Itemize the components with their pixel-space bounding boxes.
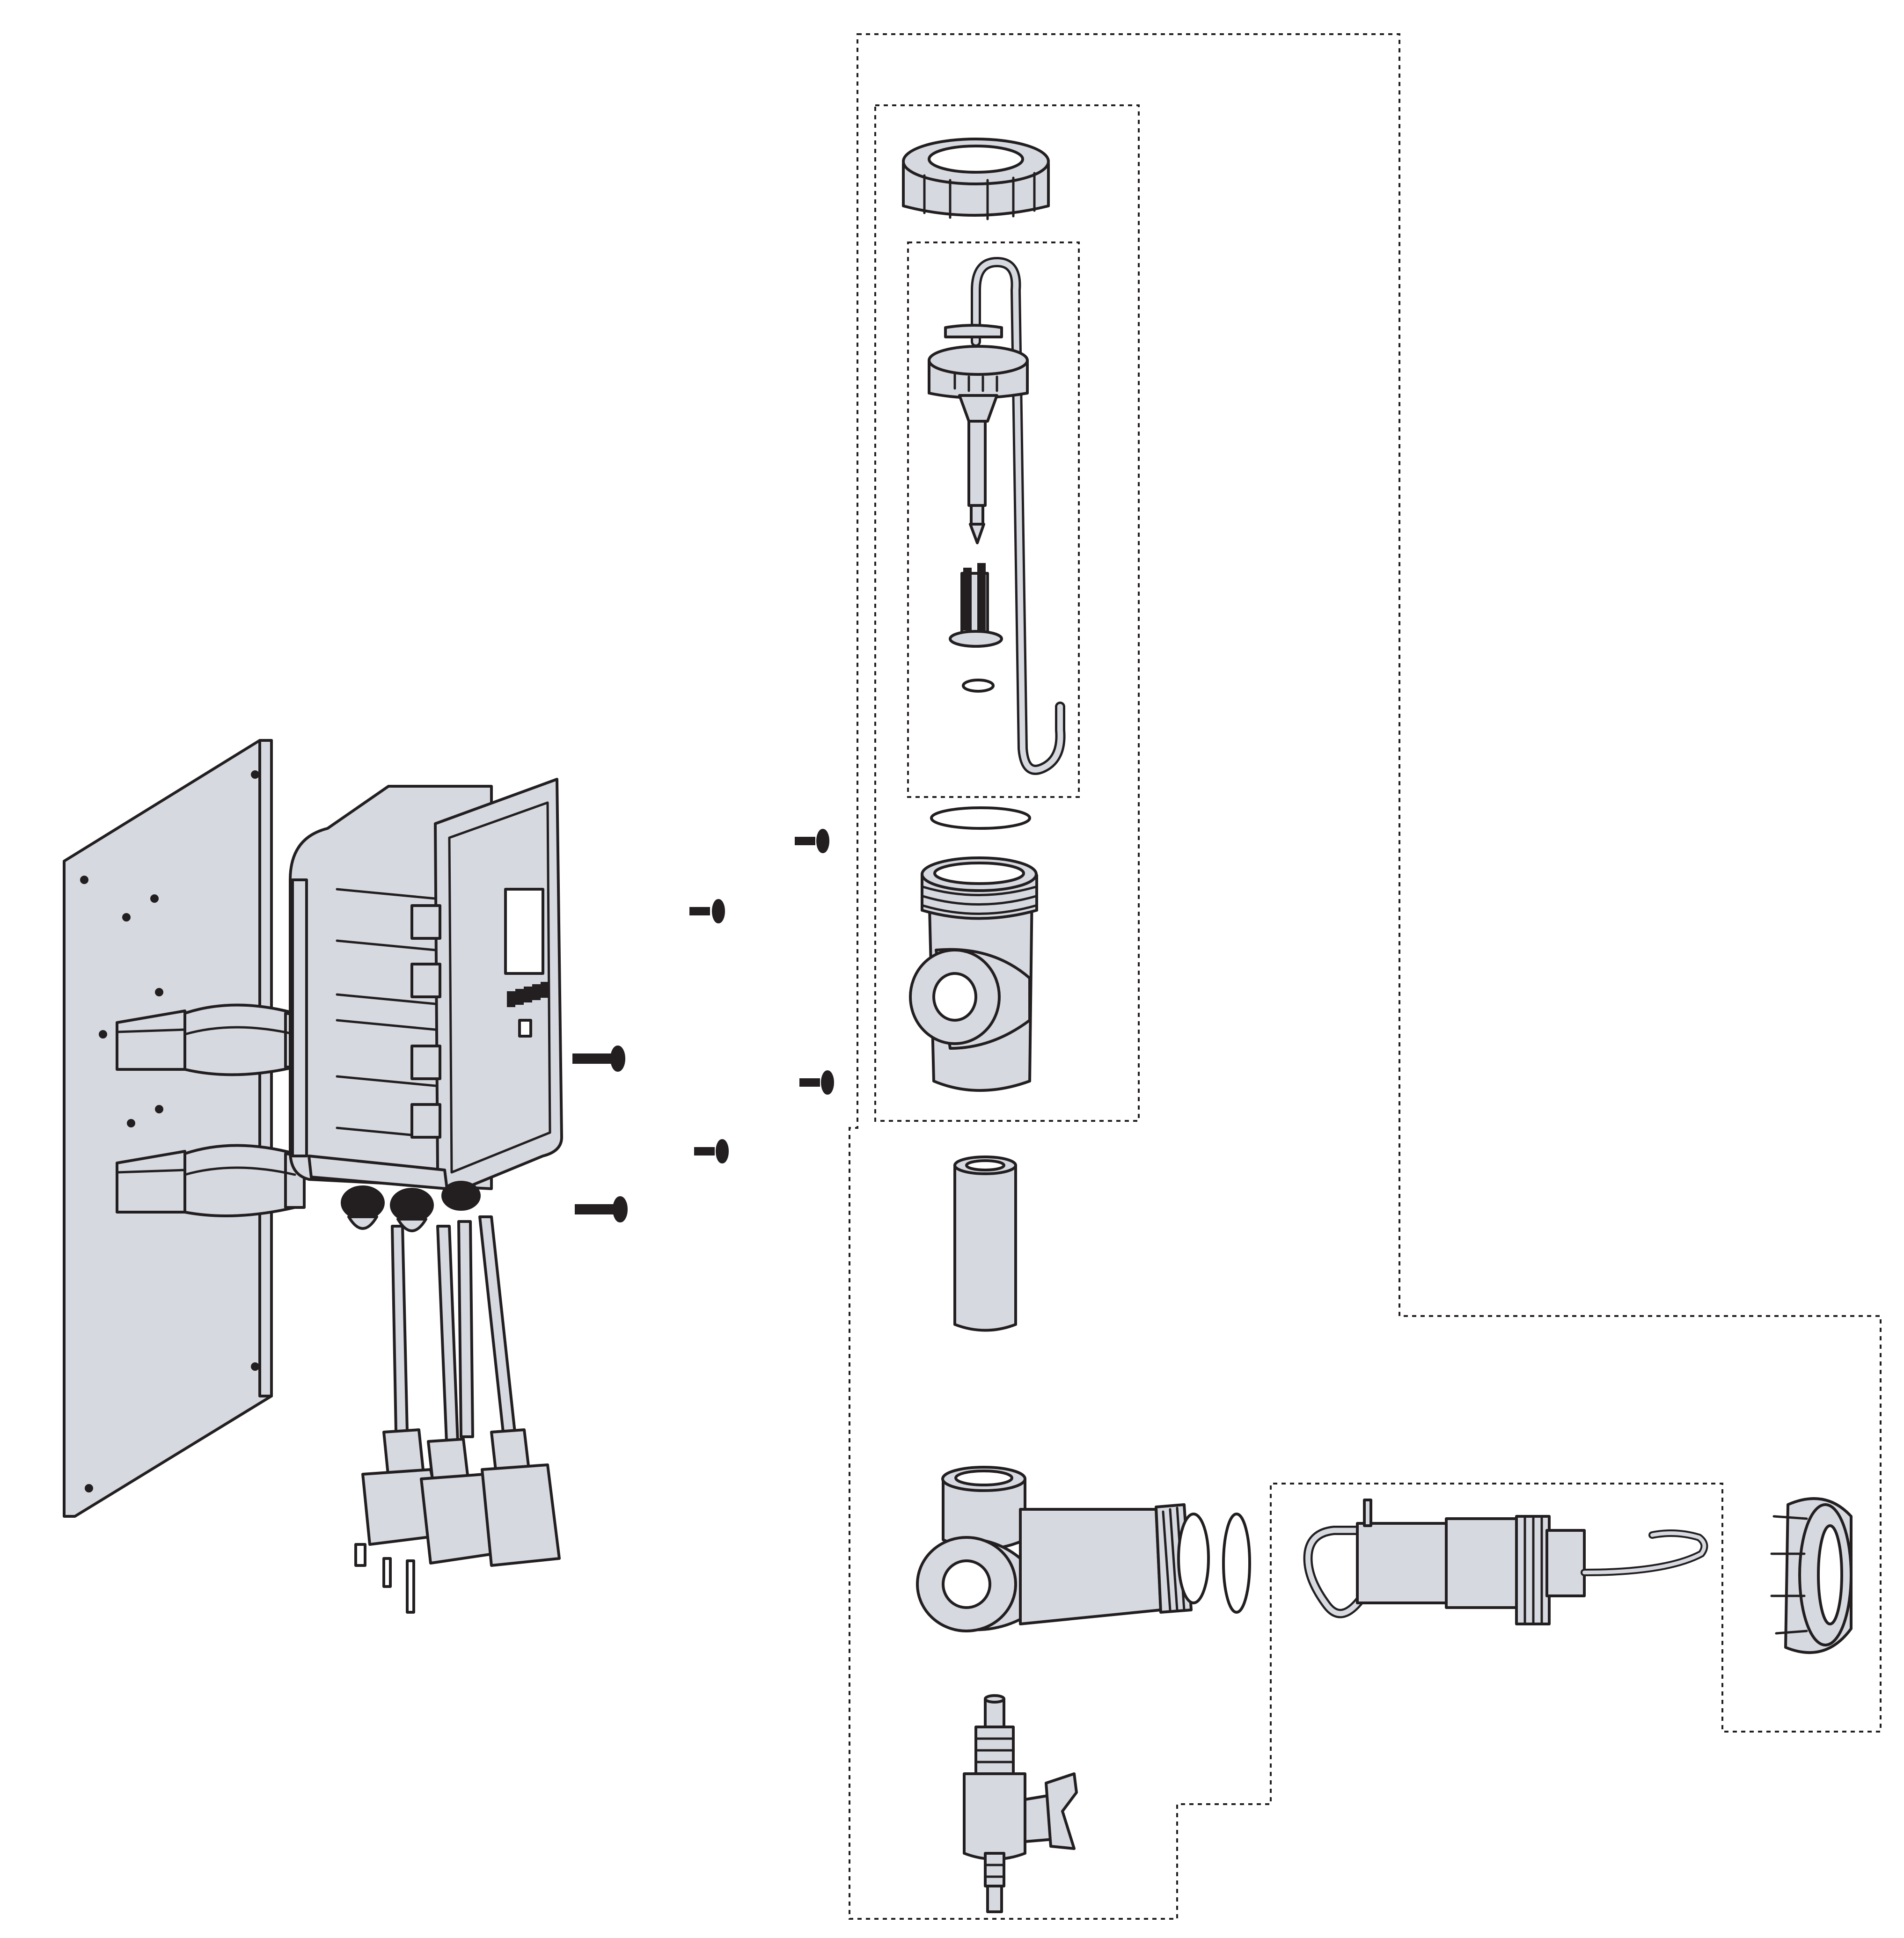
pipe-clamp-lower: [116, 1144, 306, 1217]
probe-insert: [949, 563, 1003, 648]
tee-fitting-threaded: [909, 856, 1038, 1092]
sensor-probe: [928, 257, 1066, 775]
union-nut-side: [1770, 1497, 1853, 1654]
mounting-screws: [572, 829, 834, 1222]
keypad-buttons: [507, 982, 549, 1007]
cable-glands: [341, 1181, 481, 1232]
flow-cell-assembly-outline: [874, 104, 1140, 1122]
display-window: [504, 888, 544, 975]
elbow-tee-fitting: [916, 1466, 1210, 1632]
union-nut-top: [902, 138, 1050, 220]
power-cords: [391, 1215, 516, 1443]
flow-probe-horizontal: [1303, 1499, 1708, 1625]
outer-kit-outline: [849, 33, 1882, 1920]
pipe-nipple: [953, 1155, 1017, 1332]
mounting-plate: [63, 739, 273, 1518]
o-ring-side: [1222, 1513, 1251, 1614]
plug-ends: [354, 1428, 561, 1614]
o-ring-top: [930, 806, 1031, 830]
sample-valve: [963, 1694, 1078, 1913]
controller-enclosure: [289, 778, 563, 1192]
probe-assembly-outline: [907, 241, 1080, 798]
o-ring-small: [962, 679, 995, 693]
